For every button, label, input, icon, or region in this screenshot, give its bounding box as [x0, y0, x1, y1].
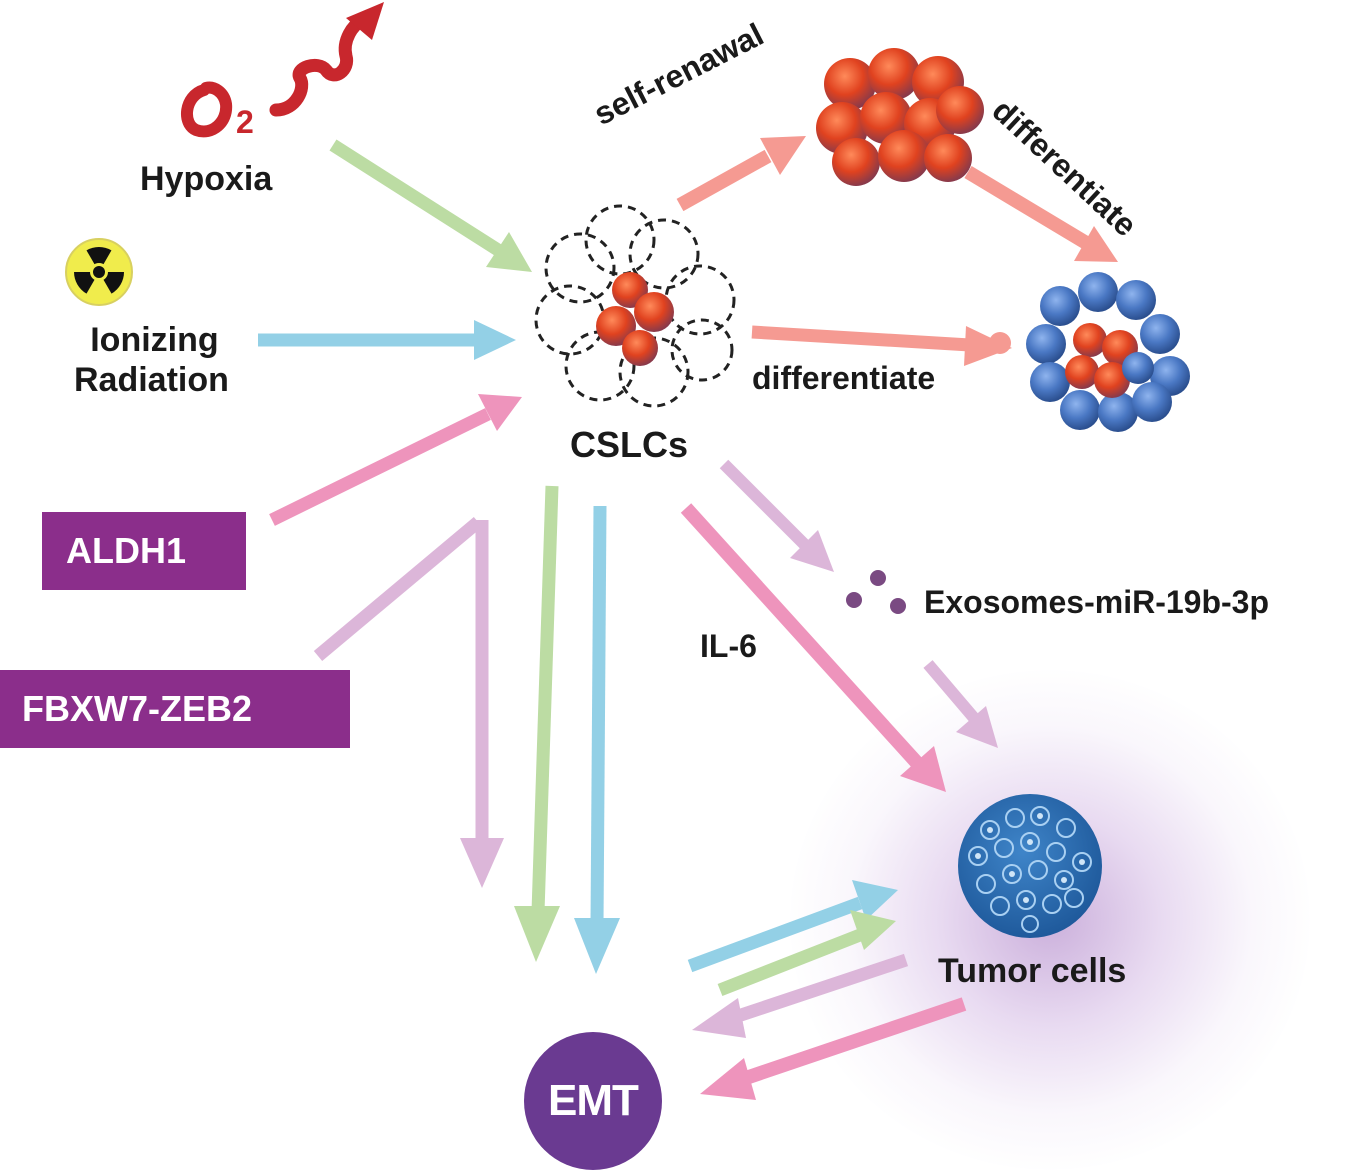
arrow-cslcs-to-emt-blue [574, 505, 620, 974]
cslcs-cluster [534, 204, 736, 408]
aldh1-label: ALDH1 [66, 530, 187, 571]
arrow-aldh1-to-cslcs [269, 394, 522, 526]
arrow-tumor-to-emt-lavender [692, 953, 909, 1038]
cslcs-label: CSLCs [570, 424, 689, 465]
arrow-exosomes-to-tumor [923, 660, 998, 748]
ionizing-line1: Ionizing [90, 321, 219, 359]
arrow-differentiate-middle [751, 325, 1012, 366]
ionizing-line2: Radiation [74, 361, 229, 399]
hypoxia-label: Hypoxia [140, 160, 273, 198]
blue-cell-cluster [1026, 272, 1190, 432]
arrow-self-renewal [676, 136, 806, 212]
arrow-differentiate-top [964, 165, 1118, 262]
il6-label: IL-6 [700, 628, 757, 664]
arrow-emt-to-tumor-blue [687, 880, 898, 973]
arrow-hypoxia-to-cslcs [329, 139, 532, 272]
oxygen-subscript: 2 [236, 104, 254, 140]
aldh1-box: ALDH1 [42, 512, 246, 590]
exosomes-label: Exosomes-miR-19b-3p [924, 584, 1269, 620]
fbxw7-label: FBXW7-ZEB2 [22, 688, 253, 729]
oxygen-icon [181, 2, 384, 138]
arrows-layer [258, 136, 1118, 1100]
tumor-sphere [958, 794, 1102, 938]
arrow-cslcs-to-exosomes [719, 459, 834, 572]
emt-label: EMT [548, 1076, 639, 1125]
ionizing-label: Ionizing Radiation [74, 320, 229, 400]
radiation-icon [65, 238, 133, 306]
exosome-dots [846, 570, 906, 614]
emt-circle: EMT [524, 1032, 662, 1170]
arrow-tumor-to-emt-pink [700, 997, 967, 1100]
differentiate-middle-label: differentiate [752, 360, 936, 396]
arrow-cslcs-to-tumor-il6 [680, 503, 946, 792]
arrow-emt-to-tumor-green [717, 910, 896, 997]
arrow-radiation-to-cslcs [258, 320, 516, 360]
fbxw7-box: FBXW7-ZEB2 [0, 670, 350, 748]
arrow-cslcs-to-emt-green [514, 485, 560, 962]
arrow-fbxw7-line [313, 517, 504, 888]
tumor-cells-label: Tumor cells [938, 952, 1127, 990]
red-cell-cluster [816, 48, 984, 186]
